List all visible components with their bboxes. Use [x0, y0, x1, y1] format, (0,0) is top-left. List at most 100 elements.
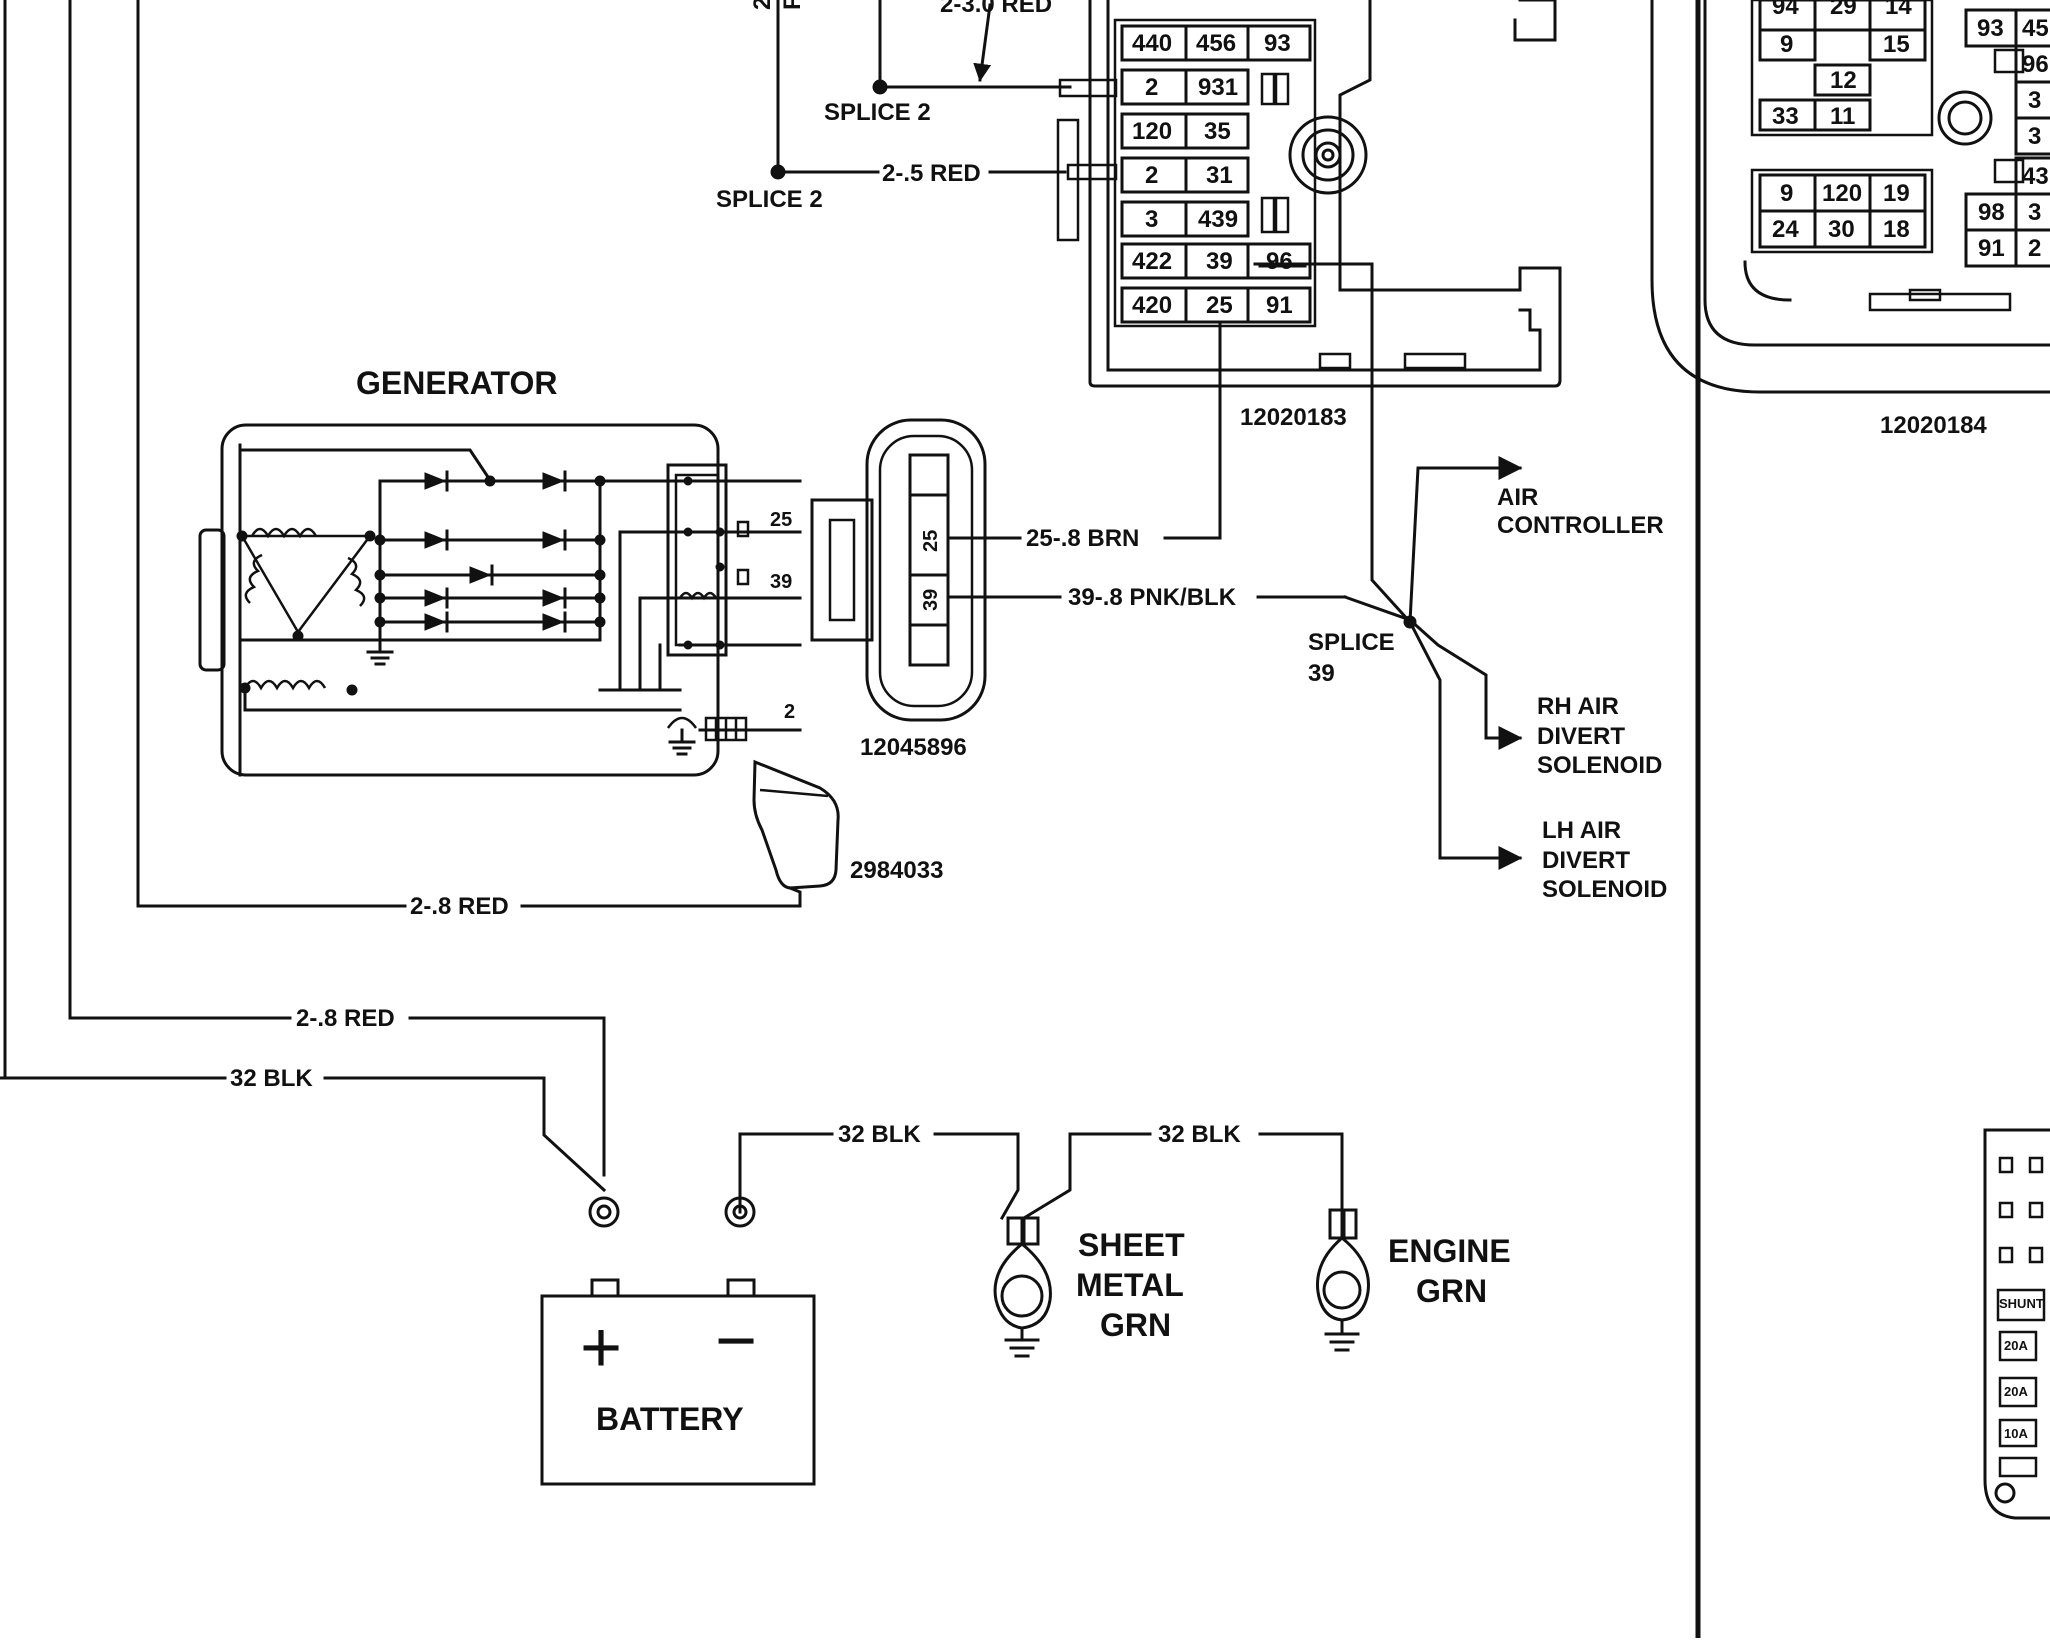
wire-label-32-blk-right: 32 BLK	[1158, 1121, 1241, 1148]
engine-ground	[1316, 1208, 1370, 1352]
lh-air-line2: DIVERT	[1542, 847, 1630, 874]
wire-label-2-3-red: 2-3.0 RED	[940, 0, 1052, 18]
battery	[540, 1278, 816, 1486]
lh-air-line1: LH AIR	[1542, 817, 1621, 844]
fuse-cell: 96	[1266, 248, 1293, 275]
rh-air-line2: DIVERT	[1537, 723, 1625, 750]
right-fuse-cell: 2	[2028, 235, 2041, 262]
splice-39-label-line1: SPLICE	[1308, 629, 1395, 656]
top-cut-text-f: F	[779, 0, 806, 10]
fuse-cell: 120	[1132, 118, 1172, 145]
fuse-cell: 440	[1132, 30, 1172, 57]
air-controller-line2: CONTROLLER	[1497, 512, 1664, 539]
wire-label-39-pnk-blk: 39-.8 PNK/BLK	[1068, 584, 1237, 611]
right-panel-fuse-20a-2: 20A	[2004, 1384, 2028, 1399]
fuse-block-right-part-number: 12020184	[1880, 412, 1987, 439]
fuse-cell: 456	[1196, 30, 1236, 57]
rh-air-line3: SOLENOID	[1537, 752, 1662, 779]
fuse-block-12020184	[1650, 0, 2050, 394]
fuse-cell: 931	[1198, 74, 1238, 101]
right-fuse-cell: 93	[1977, 15, 2004, 42]
generator-terminal-39: 39	[770, 571, 792, 593]
fuse-block-left-part-number: 12020183	[1240, 404, 1347, 431]
air-controller-line1: AIR	[1497, 484, 1538, 511]
sheet-metal-ground-line2: METAL	[1076, 1267, 1184, 1303]
battery-terminal-rings	[588, 1196, 756, 1228]
connector-pin-25: 25	[920, 530, 942, 552]
right-fuse-cell: 96	[2022, 51, 2049, 78]
splice-2-wiring	[770, 0, 1072, 180]
fuse-cell: 39	[1206, 248, 1233, 275]
fuse-cell: 2	[1145, 74, 1158, 101]
right-fuse-cell: 9	[1780, 180, 1793, 207]
right-fuse-cell: 43	[2022, 163, 2049, 190]
fuse-cell: 93	[1264, 30, 1291, 57]
sheet-metal-ground-line3: GRN	[1100, 1307, 1171, 1343]
generator-schematic	[198, 423, 802, 777]
right-fuse-cell: 45	[2022, 15, 2049, 42]
right-fuse-cell: 18	[1883, 216, 1910, 243]
fuse-cell: 25	[1206, 292, 1233, 319]
engine-ground-line2: GRN	[1416, 1273, 1487, 1309]
right-fuse-cell: 3	[2028, 87, 2041, 114]
right-fuse-cell: 33	[1772, 103, 1799, 130]
right-panel-fuse-20a-1: 20A	[2004, 1338, 2028, 1353]
right-fuse-cell: 94	[1772, 0, 1799, 20]
right-panel-fuse-box	[1983, 1128, 2050, 1520]
fuse-cell: 3	[1145, 206, 1158, 233]
right-fuse-cell: 3	[2028, 199, 2041, 226]
wire-label-2-5-red: 2-.5 RED	[882, 160, 981, 187]
right-fuse-cell: 11	[1830, 103, 1855, 130]
battery-plus-sign: +	[580, 1308, 622, 1388]
right-fuse-cell: 15	[1883, 31, 1910, 58]
wire-label-32-blk-mid: 32 BLK	[838, 1121, 921, 1148]
lh-air-line3: SOLENOID	[1542, 876, 1667, 903]
generator-connector-part-number: 12045896	[860, 734, 967, 761]
fuse-cell: 2	[1145, 162, 1158, 189]
right-fuse-cell: 9	[1780, 31, 1793, 58]
splice-2-label-lower: SPLICE 2	[716, 186, 823, 213]
right-fuse-cell: 91	[1978, 235, 2005, 262]
right-panel-fuse-10a: 10A	[2004, 1426, 2028, 1441]
wire-label-25-brn: 25-.8 BRN	[1026, 525, 1139, 552]
right-panel-shunt-label: SHUNT	[1999, 1296, 2044, 1311]
sheet-metal-ground	[993, 1216, 1052, 1358]
right-fuse-cell: 19	[1883, 180, 1910, 207]
fuse-cell: 422	[1132, 248, 1172, 275]
right-fuse-cell: 3	[2028, 123, 2041, 150]
right-fuse-cell: 24	[1772, 216, 1799, 243]
connector-pin-39: 39	[920, 589, 942, 611]
wire-label-2-8-red-generator: 2-.8 RED	[410, 893, 509, 920]
left-bus-wires	[0, 0, 1701, 1638]
fuse-cell: 91	[1266, 292, 1293, 319]
generator-terminal-2: 2	[784, 701, 795, 723]
engine-ground-line1: ENGINE	[1388, 1233, 1511, 1269]
battery-wiring	[3, 1016, 1344, 1221]
fuse-block-grid	[1113, 18, 1317, 328]
generator-terminal-25: 25	[770, 509, 792, 531]
circuit-25-39-wiring	[946, 262, 1523, 870]
battery-minus-sign: −	[715, 1301, 757, 1381]
right-fuse-cell: 98	[1978, 199, 2005, 226]
generator-connector	[810, 418, 987, 722]
right-fuse-cell: 120	[1822, 180, 1862, 207]
generator-label: GENERATOR	[356, 365, 558, 401]
sheet-metal-ground-line1: SHEET	[1078, 1227, 1185, 1263]
battery-label: BATTERY	[596, 1401, 744, 1437]
generator-plug-2984033	[752, 759, 840, 908]
right-fuse-cell: 29	[1830, 0, 1857, 20]
fuse-cell: 439	[1198, 206, 1238, 233]
rh-air-line1: RH AIR	[1537, 693, 1619, 720]
top-cut-text-2: 2	[749, 0, 776, 10]
right-fuse-cell: 12	[1830, 67, 1857, 94]
wire-label-32-blk-left: 32 BLK	[230, 1065, 313, 1092]
generator-plug-part-number: 2984033	[850, 857, 943, 884]
right-fuse-cell: 14	[1885, 0, 1912, 20]
splice-39-label-line2: 39	[1308, 660, 1335, 687]
fuse-cell: 35	[1204, 118, 1231, 145]
fuse-cell: 420	[1132, 292, 1172, 319]
fuse-block-12020183: 440 456 93 2 931 120 35 2 31 3 439 422 3…	[1056, 0, 1562, 388]
splice-2-label-upper: SPLICE 2	[824, 99, 931, 126]
fuse-cell: 31	[1206, 162, 1233, 189]
